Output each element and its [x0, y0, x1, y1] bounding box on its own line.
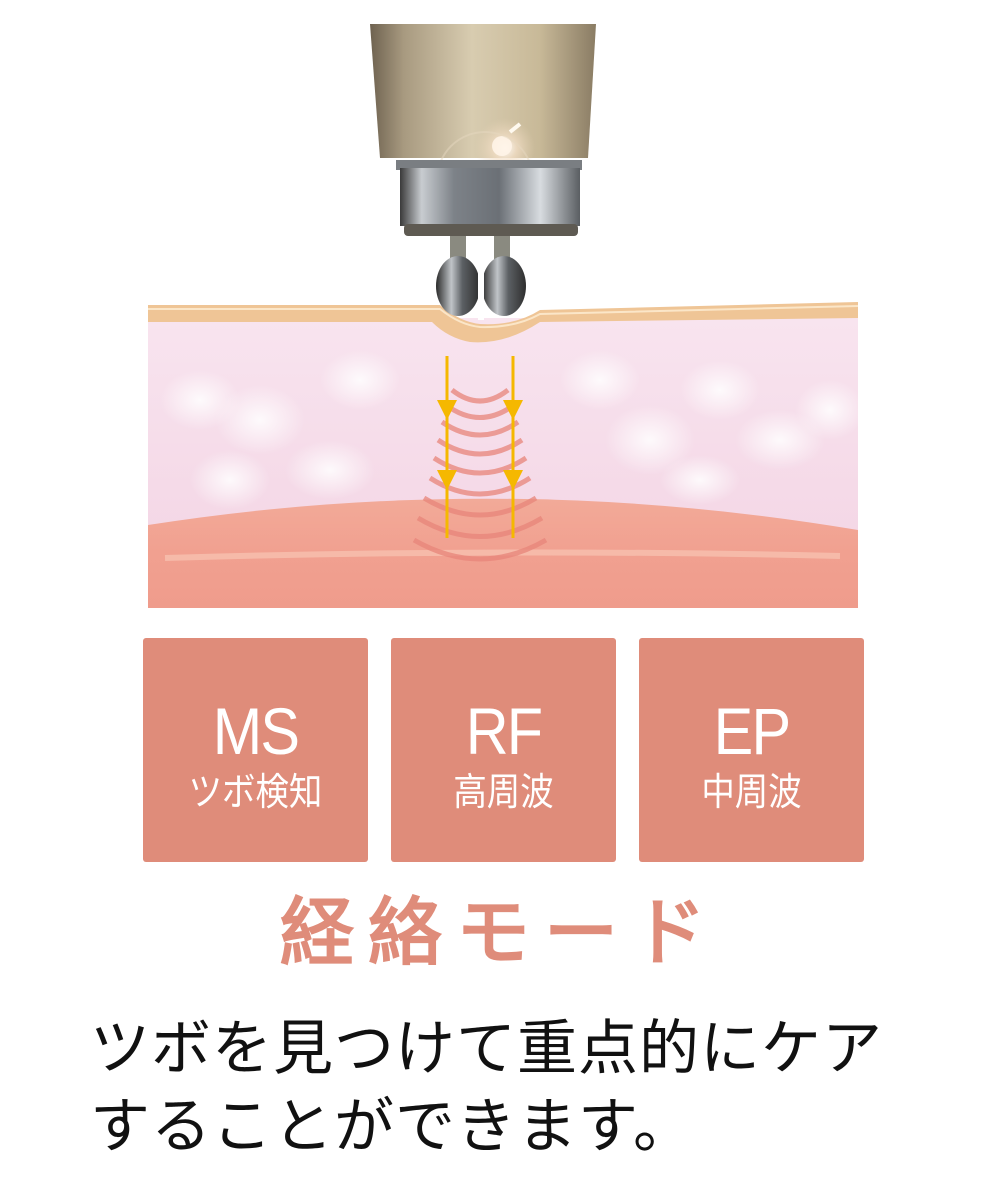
mode-code: MS [212, 694, 300, 768]
caption-line-2: することができます。 [90, 1092, 694, 1162]
mode-cards: MS ツボ検知 RF 高周波 EP 中周波 [143, 638, 865, 862]
mode-description: ツボ検知 [188, 770, 323, 814]
caption-line-1: ツボを見つけて重点的にケア [90, 1014, 883, 1084]
mode-description: 高周波 [453, 770, 554, 814]
mode-code: RF [465, 694, 543, 768]
mode-title: 経絡モード [280, 890, 720, 976]
mode-card-ms: MS ツボ検知 [143, 638, 368, 862]
caption: ツボを見つけて重点的にケア することができます。 [90, 1010, 960, 1166]
mode-card-ep: EP 中周波 [639, 638, 864, 862]
mode-description: 中周波 [701, 770, 802, 814]
mode-card-rf: RF 高周波 [391, 638, 616, 862]
mode-code: EP [713, 694, 791, 768]
device-skin-illustration [148, 0, 865, 608]
